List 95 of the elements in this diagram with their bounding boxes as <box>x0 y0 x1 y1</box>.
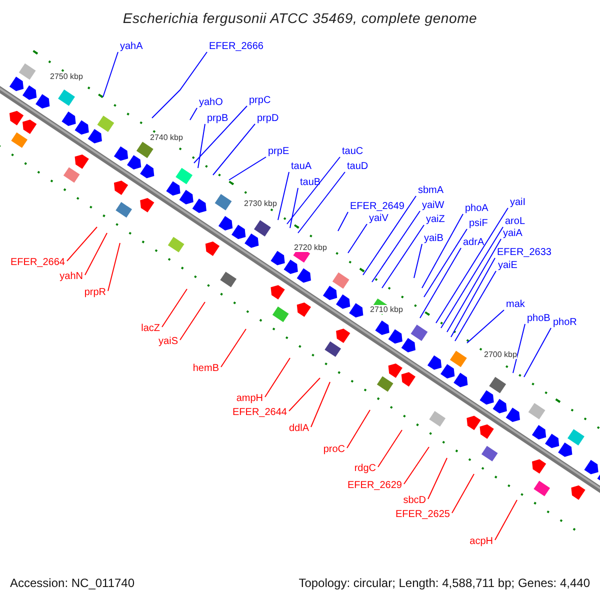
gene-label: yaiB <box>424 233 444 245</box>
gene-label: yaiV <box>369 213 388 225</box>
leader-line <box>378 430 402 468</box>
gene-label: tauD <box>347 161 368 173</box>
gene-label: EFER_2664 <box>10 257 65 269</box>
leader-line <box>524 328 552 378</box>
leader-line <box>452 474 474 514</box>
scale-label: 2750 kbp <box>50 72 83 81</box>
leader-line <box>102 52 118 98</box>
gene-label: prpB <box>207 113 228 125</box>
gene-label: yahO <box>199 97 223 109</box>
leader-line <box>440 226 504 328</box>
gene-label: tauC <box>342 146 364 158</box>
gene-label: yaiZ <box>426 214 445 226</box>
leader-line <box>152 52 208 118</box>
leader-line <box>190 108 198 120</box>
gene-label: EFER_2644 <box>232 407 287 419</box>
leader-line <box>512 324 526 374</box>
gene-label: EFER_2666 <box>209 41 264 53</box>
gene-label: ampH <box>236 393 263 405</box>
gene-label: tauB <box>300 177 321 189</box>
leader-line <box>428 458 448 500</box>
leader-line <box>212 124 256 176</box>
leader-line <box>194 106 248 164</box>
leader-line <box>198 124 206 168</box>
gene-label: lacZ <box>141 323 160 335</box>
gene-label: prpC <box>249 95 271 107</box>
gene-label: EFER_2633 <box>497 247 552 259</box>
gene-label: tauA <box>291 161 312 173</box>
scale-label: 2720 kbp <box>294 243 327 252</box>
leader-line <box>404 446 430 484</box>
leader-line <box>348 224 368 254</box>
gene-label: yaiA <box>503 228 522 240</box>
gene-label: yaiE <box>498 260 518 272</box>
gene-label: prpD <box>257 113 279 125</box>
leader-line <box>362 196 416 276</box>
scale-label: 2700 kbp <box>484 350 517 359</box>
gene-label: sbcD <box>403 495 426 507</box>
leader-line <box>372 210 420 282</box>
leader-line <box>180 302 206 340</box>
leader-line <box>436 208 508 324</box>
scale-label: 2740 kbp <box>150 133 183 142</box>
gene-label: ddlA <box>288 423 309 435</box>
leader-line <box>454 270 496 342</box>
leader-line <box>278 172 290 220</box>
gene-label: adrA <box>463 237 484 249</box>
gene-label: phoR <box>553 317 577 329</box>
leader-line <box>84 232 108 276</box>
gene-label: phoB <box>527 313 550 325</box>
gene-label: hemB <box>192 363 219 375</box>
gene-label: EFER_2625 <box>396 509 450 521</box>
leader-line <box>466 310 504 344</box>
leader-line <box>414 244 422 278</box>
footer-text: Topology: circular; Length: 4,588,711 bp; Genes: 4,440 <box>298 576 590 590</box>
gene-label: yahA <box>120 41 143 53</box>
leader-line <box>446 238 502 332</box>
leader-line <box>220 328 246 368</box>
leader-line <box>494 500 518 540</box>
leader-line <box>346 410 370 448</box>
gene-label: mak <box>506 299 525 311</box>
leader-line <box>228 156 266 180</box>
leader-line <box>450 258 496 338</box>
leader-line <box>286 156 340 224</box>
gene-label: EFER_2629 <box>348 480 402 492</box>
scale-label: 2730 kbp <box>244 199 277 208</box>
gene-label: yaiS <box>158 336 178 348</box>
gene-label: yaiW <box>422 200 444 212</box>
scale-label: 2710 kbp <box>370 305 403 314</box>
leader-line <box>298 172 346 234</box>
gene-label: yahN <box>60 271 83 283</box>
gene-label: psiF <box>469 218 488 230</box>
gene-label: aroL <box>505 216 526 228</box>
leader-line <box>288 378 320 412</box>
gene-label: acpH <box>470 536 493 548</box>
leader-line <box>264 358 290 398</box>
gene-label: sbmA <box>418 185 444 197</box>
diagram-title: Escherichia fergusonii ATCC 35469, complete genome <box>122 10 478 26</box>
leader-line <box>66 226 98 262</box>
leader-line <box>162 288 188 328</box>
leader-line <box>108 242 120 292</box>
leader-line <box>424 228 468 298</box>
gene-label: phoA <box>465 203 488 215</box>
leader-line <box>310 382 330 428</box>
gene-label: proC <box>323 444 345 456</box>
footer-text: Accession: NC_011740 <box>10 576 135 590</box>
leader-line <box>338 212 348 232</box>
leader-line <box>382 224 424 288</box>
leader-line <box>290 188 298 228</box>
gene-label: EFER_2649 <box>350 201 404 213</box>
gene-label: prpE <box>268 146 290 158</box>
leader-line <box>420 248 462 318</box>
gene-label: rdgC <box>354 463 376 475</box>
gene-label: yaiI <box>510 197 526 209</box>
leader-line <box>422 214 464 288</box>
gene-label: prpR <box>84 287 106 299</box>
